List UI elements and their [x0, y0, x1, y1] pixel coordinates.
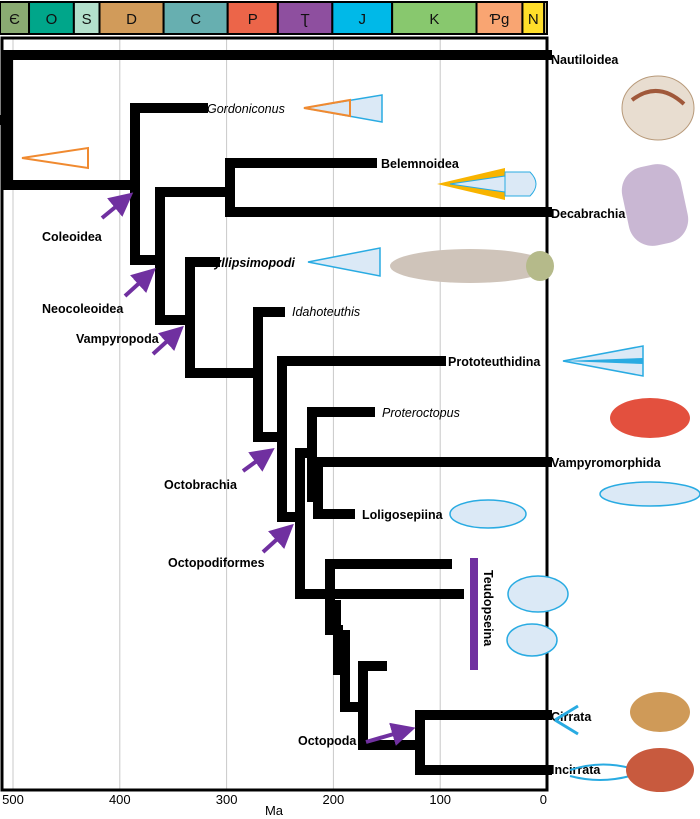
stem-block: [334, 630, 350, 670]
clade-octobrachia: Octobrachia: [164, 478, 238, 492]
period-box: [276, 1, 334, 35]
label-prototeuthidina: Prototeuthidina: [448, 355, 541, 369]
vampyroteuthis-image: [610, 398, 690, 438]
clade-octopodiformes: Octopodiformes: [168, 556, 265, 570]
vampyromorph-gladius-icon: [599, 481, 700, 507]
octopus-image: [626, 748, 694, 792]
label-belemnoidea: Belemnoidea: [381, 157, 460, 171]
cirrate-shell-icon: [554, 704, 579, 736]
label-gordoniconus: Gordoniconus: [207, 102, 285, 116]
x-tick-label: 500: [2, 792, 24, 807]
arrow-octopodiformes-icon: [261, 523, 294, 554]
x-tick-label: 300: [216, 792, 238, 807]
period-label: K: [429, 11, 439, 28]
gordoniconus-shell-icon: [303, 94, 383, 123]
period-box: [28, 1, 75, 35]
incirrate-stylet-icon: [569, 763, 631, 781]
geologic-period-bar: Є O S D C P Ʈ J K Ƥg N: [0, 1, 549, 35]
teudopseina-gladius-icon: [507, 575, 569, 613]
arrow-coleoidea-icon: [100, 192, 134, 220]
gladius-rachis-icon: [563, 358, 643, 364]
x-tick-label: 100: [429, 792, 451, 807]
taxon-labels: Nautiloidea Gordoniconus Belemnoidea Dec…: [206, 53, 662, 777]
arrow-neocoleoidea-icon: [123, 267, 156, 298]
label-proteroctopus: Proteroctopus: [382, 406, 460, 420]
branch-root: [0, 50, 552, 190]
period-label: Є: [9, 11, 20, 28]
period-label: P: [248, 11, 258, 28]
branch-neocoleoidea: [155, 158, 552, 325]
arrow-vampyropoda-icon: [151, 325, 184, 356]
squid-image: [621, 164, 689, 246]
nautilus-image: [621, 75, 695, 141]
label-idahoteuthis: Idahoteuthis: [292, 305, 360, 319]
label-cirrata: Cirrata: [551, 710, 592, 724]
clade-octopoda: Octopoda: [298, 734, 357, 748]
tree-branches: [0, 50, 552, 775]
clade-neocoleoidea: Neocoleoidea: [42, 302, 124, 316]
shell-illustrations: [21, 94, 700, 781]
orthocone-shell-icon: [21, 146, 89, 170]
cirrate-octopus-image: [630, 692, 690, 732]
branch-teudopseina: [295, 559, 464, 635]
period-label: Ƥg: [490, 11, 510, 28]
phragmocone-icon: [303, 98, 351, 118]
period-label: S: [82, 11, 92, 28]
stem-block: [329, 600, 341, 632]
belemnoid-shell-icon: [449, 175, 506, 193]
period-label: N: [528, 11, 539, 28]
branch-vampyropoda: [185, 257, 287, 442]
x-tick-label: 200: [323, 792, 345, 807]
branch-coleoidea: [130, 103, 208, 265]
period-label: O: [46, 11, 58, 28]
label-decabrachia: Decabrachia: [551, 207, 626, 221]
x-tick-label: 0: [540, 792, 547, 807]
period-box: [543, 1, 549, 35]
teudopseina-gladius-icon: [506, 623, 558, 657]
syllipsimopodi-image: [390, 249, 550, 283]
label-nautiloidea: Nautiloidea: [551, 53, 619, 67]
plot-frame: [0, 36, 549, 792]
branch-octopodiformes: [295, 407, 552, 599]
nautilus-stripes-icon: [630, 89, 686, 106]
loligosepiina-gladius-icon: [449, 499, 527, 529]
clade-labels: [100, 192, 416, 746]
syllipsimopodi-gladius-icon: [307, 247, 381, 277]
syllipsimopodi-head-icon: [526, 251, 554, 281]
x-axis-label: Ma: [265, 803, 284, 818]
period-label: D: [126, 11, 137, 28]
branch-octobrachia: [277, 356, 446, 522]
period-label: C: [190, 11, 201, 28]
label-loligosepiina: Loligosepiina: [362, 508, 444, 522]
x-axis: 500 400 300 200 100 0: [2, 792, 547, 807]
x-tick-label: 400: [109, 792, 131, 807]
belemnoid-proostracum-icon: [504, 171, 537, 197]
period-box: [98, 1, 165, 35]
arrow-octopoda-icon: [365, 722, 416, 746]
period-label: J: [358, 11, 366, 28]
clade-vampyropoda: Vampyropoda: [76, 332, 160, 346]
period-box: [162, 1, 229, 35]
animal-illustrations: [390, 75, 695, 792]
label-teudopseina: Teudopseina: [481, 570, 495, 647]
period-box: [72, 1, 101, 35]
arrow-octobrachia-icon: [241, 447, 275, 473]
teudopseina-bar: [470, 558, 478, 670]
label-syllipsimopodi: Syllipsimopodi: [206, 256, 295, 270]
clade-coleoidea: Coleoidea: [42, 230, 103, 244]
label-vampyromorphida: Vampyromorphida: [551, 456, 662, 470]
period-label: Ʈ: [301, 11, 310, 28]
